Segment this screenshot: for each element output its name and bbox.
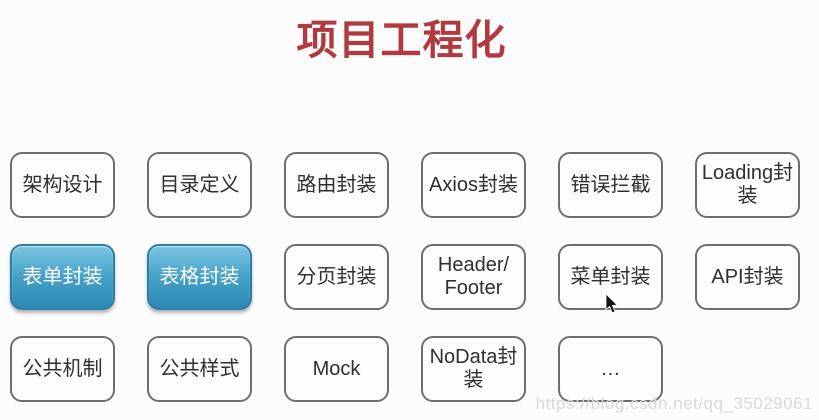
node-loading-wrapper: Loading封装 [695, 152, 800, 218]
node-api-wrapper: API封装 [695, 244, 800, 310]
node-architecture-design: 架构设计 [10, 152, 115, 218]
node-nodata-wrapper: NoData封装 [421, 336, 526, 402]
node-mock: Mock [284, 336, 389, 402]
node-error-interception: 错误拦截 [558, 152, 663, 218]
node-router-wrapper: 路由封装 [284, 152, 389, 218]
node-empty-cell [695, 336, 800, 402]
watermark: https://blog.csdn.net/qq_35029061 [535, 394, 813, 413]
node-common-styles: 公共样式 [147, 336, 252, 402]
page-title: 项目工程化 [296, 17, 507, 63]
node-header-footer: Header/ Footer [421, 244, 526, 310]
node-pagination-wrapper: 分页封装 [284, 244, 389, 310]
node-form-wrapper: 表单封装 [10, 244, 115, 310]
node-ellipsis: … [558, 336, 663, 402]
node-menu-wrapper: 菜单封装 [558, 244, 663, 310]
node-table-wrapper: 表格封装 [147, 244, 252, 310]
feature-grid: 架构设计目录定义路由封装 Axios封装错误拦截 Loading封装表单封装表格封装… [10, 152, 800, 402]
node-axios-wrapper: Axios封装 [421, 152, 526, 218]
node-common-mechanism: 公共机制 [10, 336, 115, 402]
node-directory-definition: 目录定义 [147, 152, 252, 218]
